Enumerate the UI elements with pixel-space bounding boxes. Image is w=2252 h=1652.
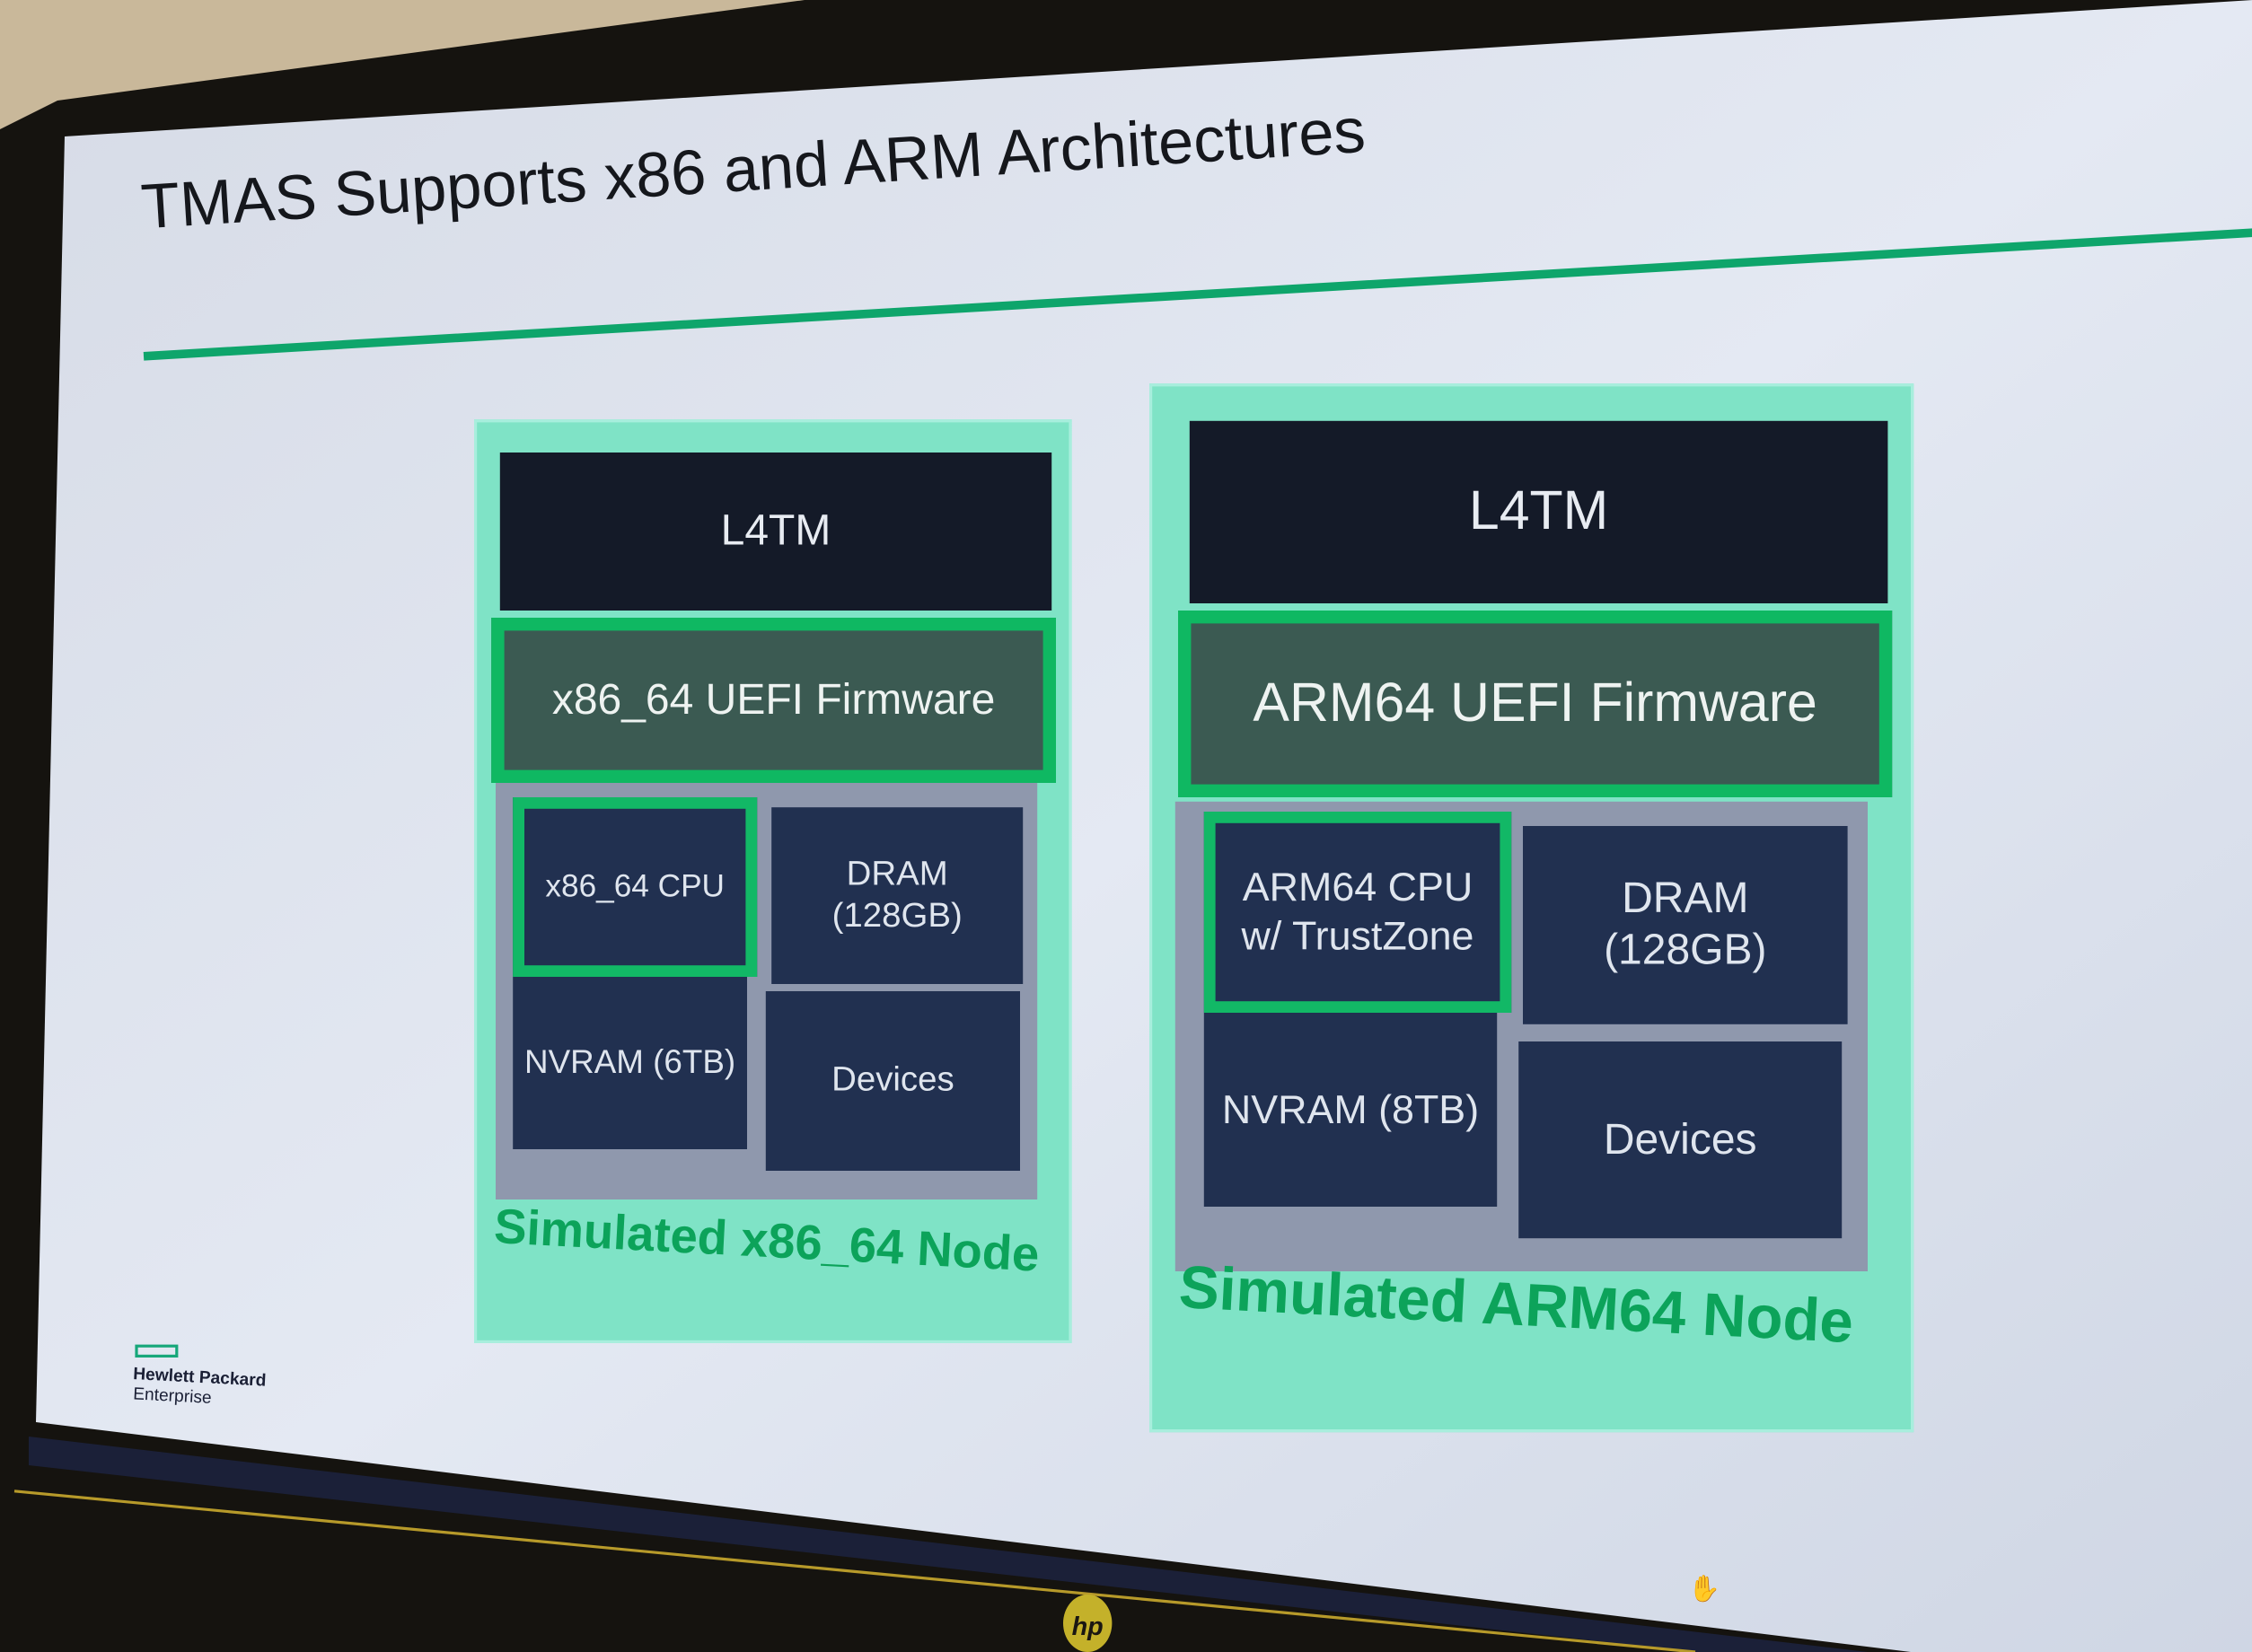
x86-devices-block: Devices xyxy=(765,991,1020,1171)
arm-cpu-block: ARM64 CPU w/ TrustZone xyxy=(1203,812,1512,1013)
x86-firmware-block: x86_64 UEFI Firmware xyxy=(491,618,1056,783)
arm-devices-block: Devices xyxy=(1518,1041,1843,1239)
arm-nvram-block: NVRAM (8TB) xyxy=(1203,1013,1498,1207)
title-underline xyxy=(143,228,2252,361)
x86-nvram-block: NVRAM (6TB) xyxy=(513,977,747,1149)
arm-l4tm-block: L4TM xyxy=(1189,420,1888,603)
hpe-logo-icon xyxy=(135,1344,179,1358)
arm-firmware-block: ARM64 UEFI Firmware xyxy=(1178,611,1893,797)
hp-logo-icon xyxy=(1063,1595,1113,1652)
arm-dram-block: DRAM (128GB) xyxy=(1523,826,1848,1024)
x86-cpu-block: x86_64 CPU xyxy=(513,797,758,977)
x86-dram-block: DRAM (128GB) xyxy=(771,807,1024,984)
hpe-logo-line2: Enterprise xyxy=(132,1383,213,1408)
hand-cursor-icon: ✋ xyxy=(1688,1573,1720,1604)
x86-l4tm-block: L4TM xyxy=(499,453,1052,611)
screen-area xyxy=(36,0,2252,1652)
hp-logo-text: hp xyxy=(1072,1612,1104,1641)
